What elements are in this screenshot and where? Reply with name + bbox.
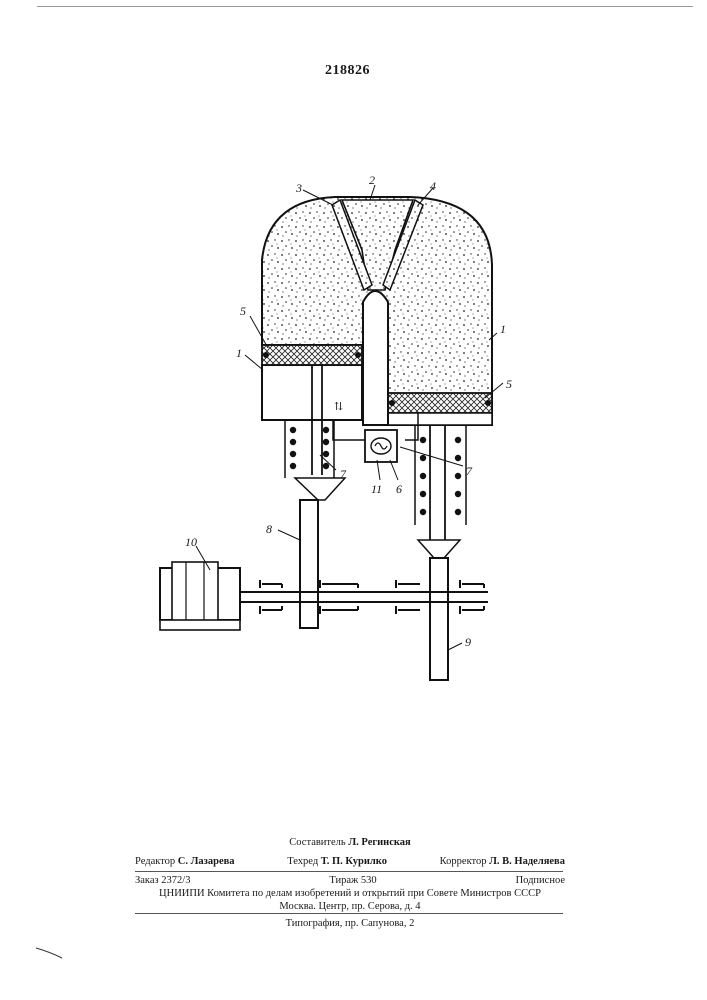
- corner-mark: [0, 0, 707, 1000]
